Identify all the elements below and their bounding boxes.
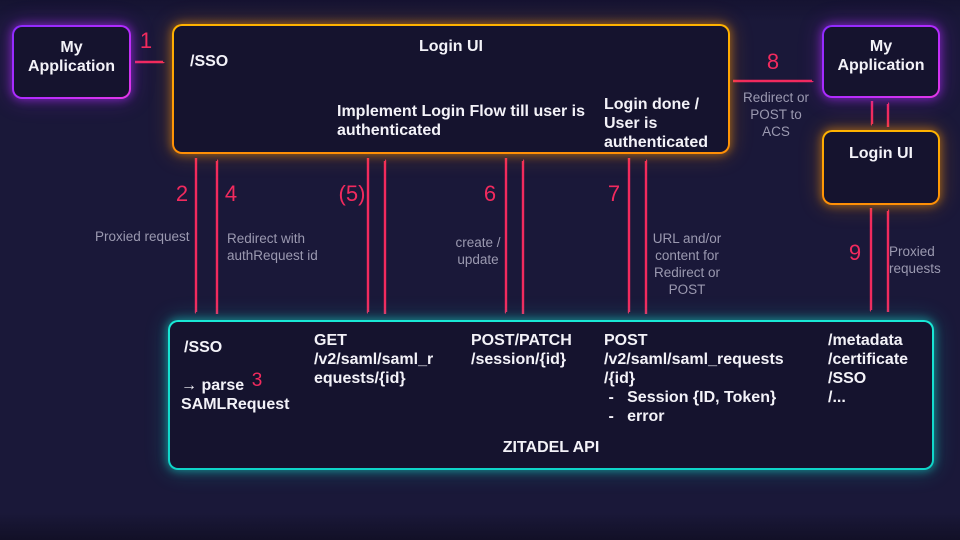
- box-login-ui-main-body: Login UI /SSO Implement Login Flow till …: [174, 26, 728, 152]
- step4-label: Redirect with authRequest id: [227, 231, 318, 263]
- zitadel-sso-endpoint: /SSO: [184, 339, 223, 356]
- zitadel-post-endpoint-results: - Session {ID, Token} - error: [608, 389, 777, 425]
- step-number-7: 7: [607, 181, 621, 206]
- login-ui-done-note: Login done / User is authenticated: [604, 96, 709, 151]
- step-number-6: 6: [483, 181, 497, 206]
- box-my-application-left-body: My Application: [14, 27, 129, 97]
- zitadel-post-endpoint: POST /v2/saml/saml_requests /{id}: [604, 332, 784, 387]
- login-ui-main-title: Login UI: [419, 38, 483, 55]
- box-my-application-right-body: My Application: [824, 27, 938, 96]
- step-number-1: 1: [139, 28, 153, 53]
- box-login-ui-right-body: Login UI: [824, 132, 938, 203]
- step9-label: Proxied requests: [889, 244, 941, 276]
- step-number-3: 3: [251, 370, 263, 391]
- step-number-5: (5): [338, 181, 366, 206]
- box-zitadel-api-body: /SSO → parse SAMLRequest GET /v2/saml/sa…: [170, 322, 932, 468]
- box-login-ui-main: Login UI /SSO Implement Login Flow till …: [172, 24, 730, 154]
- box-my-application-left: My Application: [12, 25, 131, 99]
- step-number-2: 2: [175, 181, 189, 206]
- zitadel-parse-note: → parse SAMLRequest: [181, 377, 290, 413]
- login-ui-sso-endpoint: /SSO: [190, 53, 229, 70]
- step-number-4: 4: [224, 181, 238, 206]
- step2-label: Proxied request: [95, 229, 190, 244]
- step-number-9: 9: [848, 240, 862, 265]
- step7-label: URL and/or content for Redirect or POST: [652, 231, 722, 297]
- box-login-ui-right: Login UI: [822, 130, 940, 205]
- zitadel-session-endpoint: POST/PATCH /session/{id}: [471, 332, 572, 368]
- step8-label: Redirect or POST to ACS: [742, 90, 810, 139]
- login-ui-implement-note: Implement Login Flow till user is authen…: [337, 103, 586, 139]
- zitadel-static-endpoints: /metadata /certificate /SSO /...: [828, 332, 909, 406]
- zitadel-get-endpoint: GET /v2/saml/saml_r equests/{id}: [314, 332, 434, 387]
- login-ui-right-title: Login UI: [849, 145, 913, 162]
- zitadel-api-title: ZITADEL API: [502, 439, 600, 456]
- step-number-8: 8: [766, 49, 780, 74]
- my-application-right-title: My Application: [837, 38, 925, 74]
- my-application-left-title: My Application: [27, 39, 116, 75]
- step6-label: create / update: [455, 235, 501, 267]
- box-zitadel-api: /SSO → parse SAMLRequest GET /v2/saml/sa…: [168, 320, 934, 470]
- box-my-application-right: My Application: [822, 25, 940, 98]
